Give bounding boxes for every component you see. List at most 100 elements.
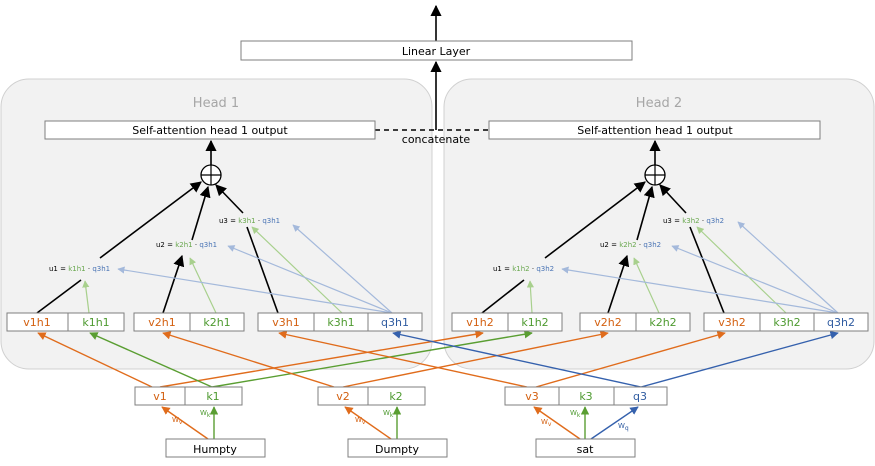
- k1-to-k1h2: [211, 330, 533, 388]
- svg-text:k1h1: k1h1: [82, 316, 109, 329]
- h1-k3-to-u3: [251, 226, 343, 314]
- word-humpty: Humpty: [193, 443, 237, 456]
- dumpty-wk-label: Wk: [383, 409, 394, 419]
- head-1-sum-node: [200, 164, 222, 186]
- word-dumpty-box: [347, 438, 448, 458]
- token-k1h2: [507, 312, 563, 332]
- h1-q3-to-u1: [117, 266, 393, 314]
- humpty-wk-label: Wk: [200, 409, 211, 419]
- head-2-output-label: Self-attention head 1 output: [577, 124, 733, 137]
- sat-wk-label: Wk: [570, 409, 581, 419]
- svg-text:q3h1: q3h1: [381, 316, 409, 329]
- token-k2h1: [189, 312, 245, 332]
- svg-text:k2: k2: [389, 390, 402, 403]
- h2-u2-to-sum: [636, 185, 655, 241]
- q3-to-q3h1: [392, 330, 642, 388]
- h1-k1-to-u1: [82, 280, 90, 314]
- head-1-token-row: v1h1 k1h1 v2h1 k2h1 v3h1 k3h1 q3h1: [6, 312, 423, 332]
- h2-score-u2: u2 = k2h2 · q3h2: [600, 241, 661, 249]
- k1-to-k1h1: [89, 332, 213, 388]
- svg-text:k3h2: k3h2: [773, 316, 800, 329]
- svg-text:v1: v1: [153, 390, 167, 403]
- svg-text:v3h2: v3h2: [718, 316, 745, 329]
- svg-text:k3h1: k3h1: [327, 316, 354, 329]
- h1-u2-to-sum: [191, 185, 211, 241]
- v3-to-v3h1: [278, 330, 528, 388]
- v2-to-v2h2: [342, 330, 609, 388]
- h1-k2-to-u2: [189, 257, 217, 314]
- h1-u1-to-sum: [99, 181, 202, 259]
- svg-text:v3h1: v3h1: [272, 316, 299, 329]
- svg-text:v2: v2: [336, 390, 350, 403]
- h2-u1-to-sum: [544, 181, 646, 259]
- vector-q3: [613, 386, 668, 406]
- sat-to-v3: [533, 406, 581, 440]
- head-1-output-label: Self-attention head 1 output: [132, 124, 288, 137]
- vector-k2: [367, 386, 426, 406]
- h1-v1-to-u1: [36, 279, 82, 314]
- h2-u3-to-sum: [659, 184, 687, 214]
- h1-u3-to-sum: [215, 184, 244, 214]
- h1-score-u3: u3 = k3h1 · q3h1: [219, 217, 280, 225]
- svg-text:v2h2: v2h2: [594, 316, 621, 329]
- v2-to-v2h1: [162, 331, 335, 388]
- word-dumpty: Dumpty: [375, 443, 419, 456]
- linear-layer-box: [240, 40, 633, 61]
- v1-to-v1h1: [37, 332, 153, 388]
- svg-text:v2h1: v2h1: [148, 316, 175, 329]
- token-k2h2: [635, 312, 691, 332]
- word-sat: sat: [577, 443, 594, 456]
- svg-text:k2h1: k2h1: [203, 316, 230, 329]
- h2-v1-to-u1: [481, 279, 525, 314]
- q3-to-q3h2: [640, 330, 839, 388]
- head-2-panel: [443, 78, 875, 370]
- h2-q3-to-u1: [561, 266, 839, 314]
- svg-text:k1: k1: [206, 390, 219, 403]
- svg-text:v1h2: v1h2: [466, 316, 493, 329]
- svg-text:k1h2: k1h2: [521, 316, 548, 329]
- dumpty-wv-label: Wv: [355, 416, 366, 426]
- sat-to-q3: [590, 406, 639, 440]
- dumpty-to-v2: [344, 406, 392, 440]
- concatenate-label: concatenate: [402, 133, 471, 146]
- h2-v3-to-u3: [689, 226, 725, 314]
- head-2-title: Head 2: [636, 96, 682, 111]
- humpty-vectors: v1 k1: [134, 386, 243, 406]
- h2-v2-to-u2: [607, 254, 630, 314]
- word-sat-box: [535, 438, 636, 458]
- svg-text:k2h2: k2h2: [649, 316, 676, 329]
- svg-text:k3: k3: [579, 390, 592, 403]
- h1-score-u2: u2 = k2h1 · q3h1: [156, 241, 217, 249]
- head-2-sum-node: [644, 164, 666, 186]
- h2-k1-to-u1: [526, 280, 534, 314]
- v3-to-v3h2: [535, 331, 726, 388]
- token-q3h2: [813, 312, 869, 332]
- svg-text:q3h2: q3h2: [827, 316, 855, 329]
- word-humpty-box: [165, 438, 266, 458]
- svg-text:q3: q3: [633, 390, 647, 403]
- h2-k2-to-u2: [633, 257, 660, 314]
- token-k1h1: [67, 312, 125, 332]
- head-1-title: Head 1: [193, 96, 239, 111]
- svg-text:v1h1: v1h1: [23, 316, 50, 329]
- linear-layer-label: Linear Layer: [402, 45, 471, 58]
- v1-to-v1h2: [159, 330, 484, 388]
- sat-vectors: v3 k3 q3: [504, 386, 668, 406]
- vector-k1: [184, 386, 243, 406]
- humpty-to-v1: [161, 406, 209, 440]
- h1-q3-to-u3: [292, 224, 393, 314]
- h1-q3-to-u2: [227, 245, 393, 314]
- h2-q3-to-u2: [671, 245, 839, 314]
- dumpty-vectors: v2 k2: [317, 386, 426, 406]
- sat-wq-label: Wq: [618, 422, 629, 432]
- token-q3h1: [367, 312, 423, 332]
- h1-score-u1: u1 = k1h1 · q3h1: [49, 265, 110, 273]
- head-1-output-box: [44, 120, 376, 140]
- h2-q3-to-u3: [737, 221, 839, 314]
- head-2-output-box: [488, 120, 821, 140]
- head-2-token-row: v1h2 k1h2 v2h2 k2h2 v3h2 k3h2 q3h2: [451, 312, 869, 332]
- h2-k3-to-u3: [696, 226, 787, 314]
- h2-score-u1: u1 = k1h2 · q3h2: [493, 265, 554, 273]
- sat-wv-label: Wv: [541, 418, 552, 428]
